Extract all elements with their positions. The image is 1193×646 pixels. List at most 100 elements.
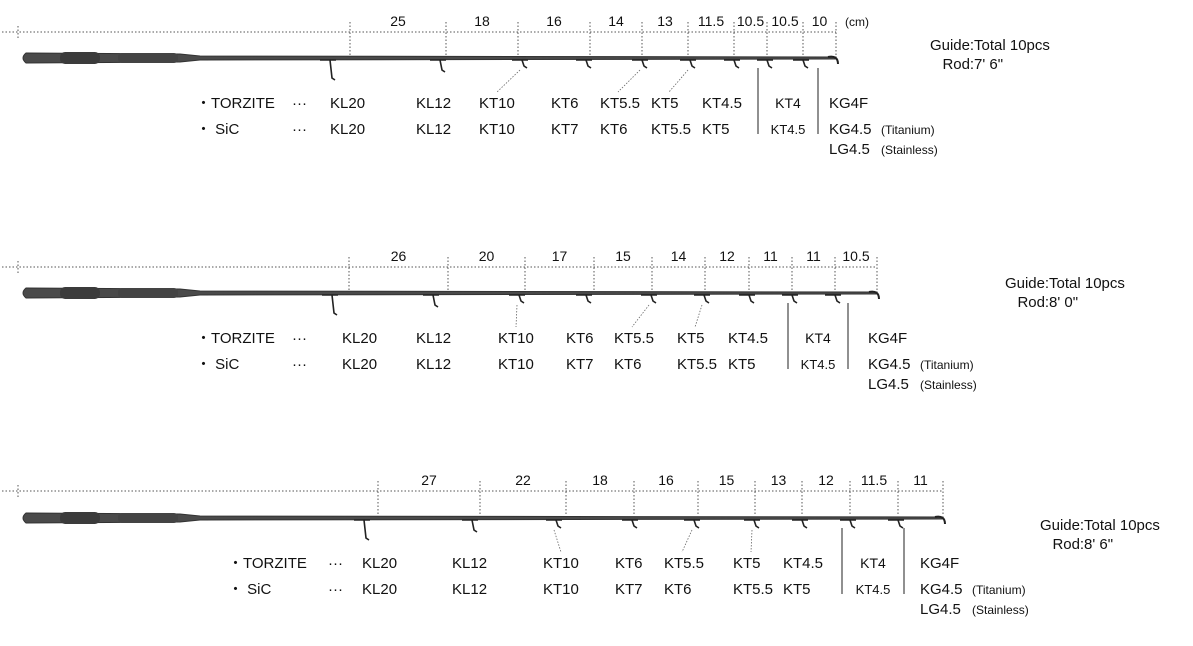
torzite-row-label: ・TORZITE	[196, 330, 275, 347]
sic-guide-model: KL12	[416, 356, 451, 373]
sic-guide-model: KG4.5	[829, 121, 872, 138]
spacing-label: 11	[763, 248, 778, 264]
sic-guide-model: KT10	[498, 356, 534, 373]
spacing-label: 11	[806, 248, 821, 264]
guide	[748, 294, 755, 304]
spacing-label: 16	[546, 13, 562, 29]
torzite-dots: ···	[328, 555, 343, 572]
sic-guide-model: KT6	[614, 356, 642, 373]
guide-spec-value: Total 10pcs	[1049, 275, 1125, 292]
spacing-label: 10.5	[842, 248, 869, 264]
sic-dots: ···	[328, 581, 343, 598]
spacing-label: 11.5	[698, 13, 724, 29]
guide	[585, 294, 592, 304]
titanium-note: (Titanium)	[881, 123, 935, 137]
sic-guide-model: KT5.5	[651, 121, 691, 138]
tip-top-guide	[827, 55, 839, 65]
sic-guide-model: KL20	[330, 121, 365, 138]
stainless-note: (Stainless)	[920, 378, 977, 392]
guide	[331, 294, 338, 316]
pointer-line	[515, 304, 518, 328]
torzite-guide-model: KT4.5	[702, 95, 742, 112]
torzite-guide-model: KL12	[452, 555, 487, 572]
guide	[439, 59, 446, 73]
torzite-guide-model: KT6	[566, 330, 594, 347]
guide	[703, 294, 710, 304]
pointer-line	[553, 529, 562, 553]
guide	[650, 294, 657, 304]
torzite-guide-model: KL12	[416, 330, 451, 347]
sic-guide-model: KT7	[615, 581, 643, 598]
sic-guide-model: KT4.5	[801, 357, 836, 372]
guide	[329, 59, 336, 81]
rod-spec-value: 7' 6"	[974, 56, 1003, 73]
sic-guide-model: KT6	[664, 581, 692, 598]
spacing-label: 10.5	[737, 13, 764, 29]
fore-grip	[118, 513, 178, 523]
sic-guide-model: KT10	[543, 581, 579, 598]
rod-blank	[22, 287, 878, 299]
guide	[753, 519, 760, 529]
torzite-guide-model: KT4.5	[728, 330, 768, 347]
sic-dots: ···	[292, 121, 307, 138]
sic-row-label: ・ SiC	[228, 581, 272, 598]
torzite-guide-model: KL12	[416, 95, 451, 112]
spacing-label: 15	[719, 472, 735, 488]
torzite-guide-model: KT5.5	[664, 555, 704, 572]
spec-colon: :	[970, 56, 974, 73]
sic-guide-model: KT7	[551, 121, 579, 138]
guide	[766, 59, 773, 69]
fore-grip	[118, 288, 178, 298]
guide	[641, 59, 648, 69]
torzite-guide-model: KL20	[362, 555, 397, 572]
spacing-label: 10	[812, 13, 828, 29]
spacing-label: 17	[552, 248, 568, 264]
spacing-label: 15	[615, 248, 631, 264]
stainless-note: (Stainless)	[881, 143, 938, 157]
sic-row-label: ・ SiC	[196, 356, 240, 373]
guide	[631, 519, 638, 529]
rod-blank	[22, 512, 944, 524]
torzite-guide-model: KT5.5	[600, 95, 640, 112]
spacing-label: 14	[608, 13, 624, 29]
reel-seat	[60, 52, 100, 64]
sic-guide-model: KT5	[728, 356, 756, 373]
spacing-label: 22	[515, 472, 531, 488]
spacing-label: 14	[671, 248, 687, 264]
guide	[363, 519, 370, 541]
spacing-label: 12	[818, 472, 834, 488]
guide	[849, 519, 856, 529]
spec-colon: :	[970, 37, 974, 54]
rod-spec-label: Rod	[942, 56, 970, 73]
guide	[802, 59, 809, 69]
spacing-label: 12	[719, 248, 735, 264]
sic-guide-model: LG4.5	[829, 141, 870, 158]
sic-guide-model: KT5.5	[733, 581, 773, 598]
guide	[555, 519, 562, 529]
sic-guide-model: KG4.5	[868, 356, 911, 373]
pointer-line	[681, 529, 693, 553]
spacing-label: 26	[391, 248, 407, 264]
guide	[432, 294, 439, 308]
guide	[693, 519, 700, 529]
guide	[834, 294, 841, 304]
reel-seat	[60, 512, 100, 524]
guide-spec-value: Total 10pcs	[1084, 517, 1160, 534]
reel-seat	[60, 287, 100, 299]
fore-grip	[118, 53, 178, 63]
torzite-guide-model: KT10	[498, 330, 534, 347]
titanium-note: (Titanium)	[920, 358, 974, 372]
guide	[897, 519, 904, 529]
guide-spec-label: Guide	[1040, 517, 1080, 534]
spacing-label: 13	[771, 472, 787, 488]
torzite-guide-model: KT5	[733, 555, 761, 572]
spacing-label: 11	[913, 472, 928, 488]
rod-spec-label: Rod	[1017, 294, 1045, 311]
sic-row-label: ・ SiC	[196, 121, 240, 138]
spacing-label: 25	[390, 13, 406, 29]
tip-top-guide	[934, 515, 946, 525]
torzite-guide-model: KG4F	[868, 330, 907, 347]
sic-guide-model: KL12	[452, 581, 487, 598]
